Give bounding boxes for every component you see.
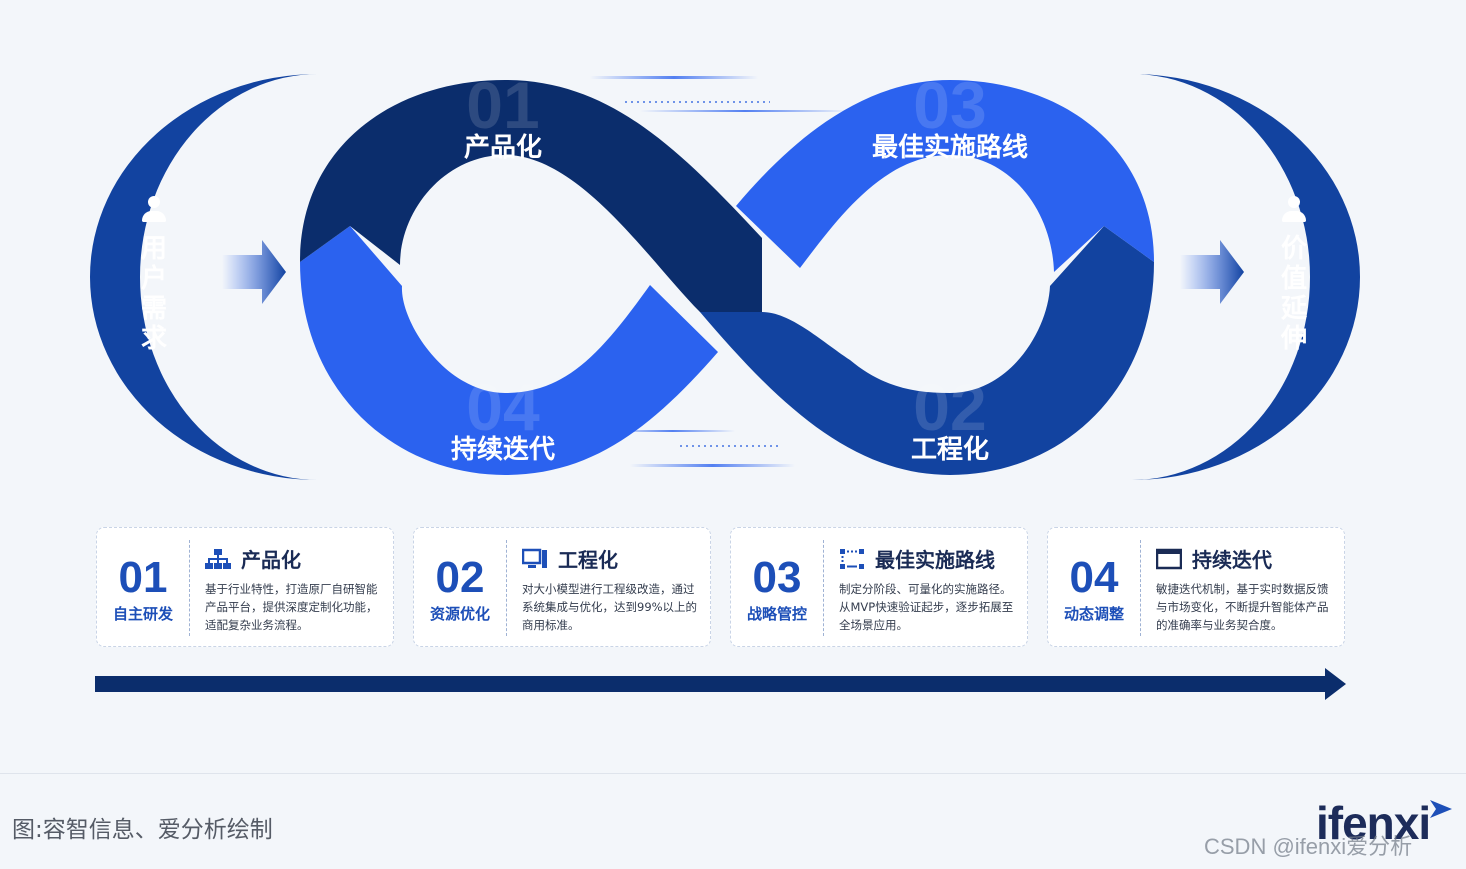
- card-title: 产品化: [205, 544, 301, 573]
- value-extension-label: 价 值 延 伸: [1274, 196, 1314, 354]
- card-divider: [506, 540, 507, 636]
- user-icon: [1280, 196, 1308, 226]
- left-input-arrow: [222, 240, 286, 304]
- loop-segment-02: [700, 226, 1154, 475]
- card-01: 01 自主研发 产品化 基于行业特性，打造原厂自研智能产品平台，提供深度定制化功…: [96, 527, 394, 647]
- card-description: 制定分阶段、可量化的实施路径。从MVP快速验证起步，逐步拓展至全场景应用。: [839, 582, 1014, 632]
- card-04: 04 动态调整 持续迭代 敏捷迭代机制，基于实时数据反馈与市场变化，不断提升智能…: [1047, 527, 1345, 647]
- watermark: CSDN @ifenxi爱分析: [1204, 834, 1413, 859]
- card-02: 02 资源优化 工程化 对大小模型进行工程级改造，通过系统集成与优化，达到99%…: [413, 527, 711, 647]
- user-icon: [140, 196, 168, 226]
- timeline-arrow: [95, 668, 1346, 700]
- footer-divider: [0, 773, 1466, 774]
- org-chart-icon: [205, 548, 231, 570]
- right-crescent: [1132, 74, 1360, 480]
- card-title: 最佳实施路线: [839, 544, 995, 573]
- card-subtitle: 资源优化: [429, 605, 490, 623]
- card-number: 01: [118, 553, 168, 602]
- card-subtitle: 自主研发: [112, 605, 173, 623]
- card-divider: [1140, 540, 1141, 636]
- computer-icon: [521, 548, 548, 570]
- card-03: 03 战略管控 最佳实施路线 制定分阶段、可量化的实施路径。从MVP快速验证起步…: [730, 527, 1028, 647]
- loop-num-03: 03: [913, 68, 986, 142]
- stage-cards: 01 自主研发 产品化 基于行业特性，打造原厂自研智能产品平台，提供深度定制化功…: [96, 527, 1346, 649]
- card-subtitle: 战略管控: [746, 605, 807, 623]
- loop-num-04: 04: [466, 370, 540, 444]
- card-divider: [189, 540, 190, 636]
- ifenxi-logo: ifenxi: [1316, 797, 1431, 849]
- user-demand-label: 用 户 需 求: [134, 196, 174, 354]
- loop-label-04: 持续迭代: [451, 434, 555, 465]
- card-title: 持续迭代: [1155, 544, 1272, 573]
- loop-label-01: 产品化: [464, 133, 542, 163]
- loop-segment-01: [300, 80, 762, 312]
- window-icon: [1155, 548, 1183, 570]
- card-description: 基于行业特性，打造原厂自研智能产品平台，提供深度定制化功能，适配复杂业务流程。: [205, 582, 378, 632]
- card-divider: [823, 540, 824, 636]
- source-caption: 图:容智信息、爱分析绘制: [12, 817, 273, 843]
- card-title: 工程化: [521, 544, 618, 573]
- loop-segment-03: [736, 80, 1154, 272]
- card-number: 04: [1069, 553, 1119, 602]
- card-description: 敏捷迭代机制，基于实时数据反馈与市场变化，不断提升智能体产品的准确率与业务契合度…: [1156, 582, 1329, 632]
- loop-num-02: 02: [913, 370, 986, 444]
- loop-segment-04: [300, 226, 718, 475]
- decorative-lines: [590, 76, 850, 467]
- card-subtitle: 动态调整: [1063, 605, 1124, 623]
- logo-arrow-icon: [1430, 800, 1452, 818]
- right-output-arrow: [1180, 240, 1244, 304]
- loop-label-02: 工程化: [911, 435, 989, 465]
- infinity-diagram: 01 03 04 02 产品化 最佳实施路线 持续迭代 工程化: [90, 68, 1360, 700]
- loop-num-01: 01: [466, 68, 539, 142]
- card-number: 02: [435, 553, 485, 602]
- loop-label-03: 最佳实施路线: [872, 132, 1028, 163]
- card-description: 对大小模型进行工程级改造，通过系统集成与优化，达到99%以上的商用标准。: [522, 582, 698, 632]
- card-number: 03: [752, 553, 802, 602]
- network-icon: [839, 548, 865, 570]
- left-crescent: [90, 74, 318, 480]
